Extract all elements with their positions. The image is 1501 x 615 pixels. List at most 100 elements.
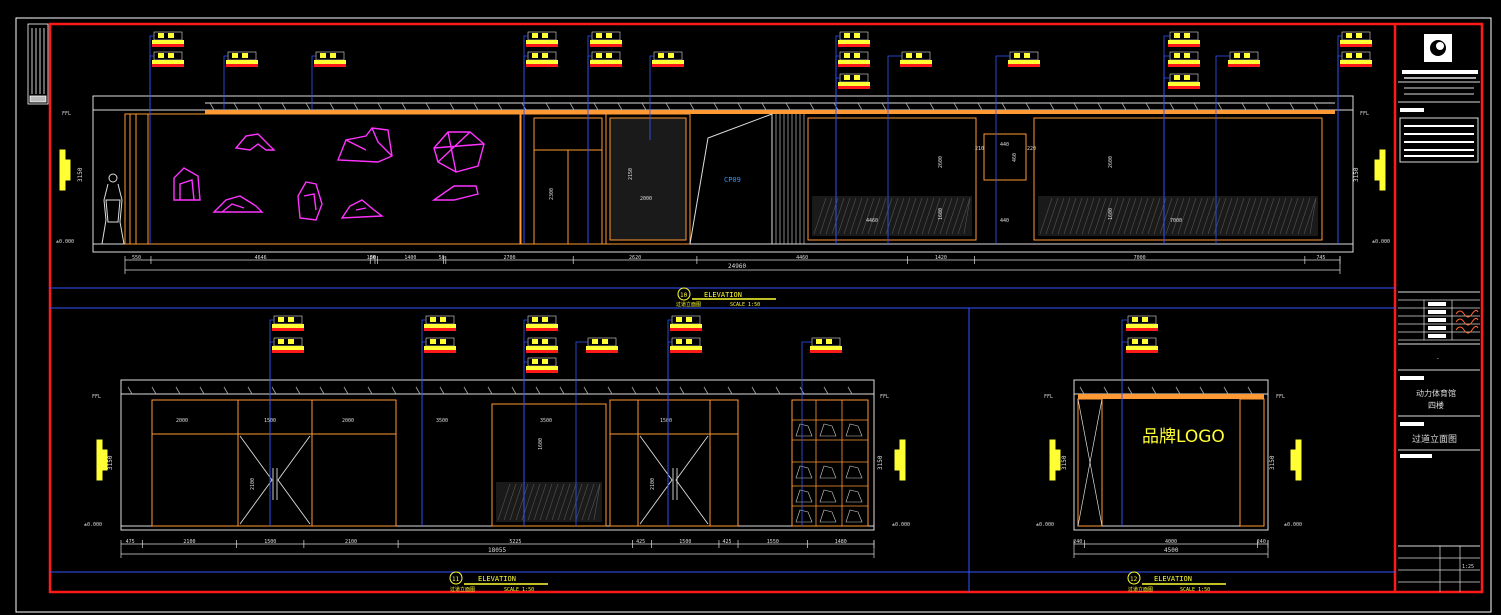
dim-segment: 425: [636, 539, 645, 545]
dim-segment: 50: [370, 255, 376, 261]
material-callouts: [149, 31, 1372, 526]
svg-text:1600: 1600: [938, 208, 944, 220]
svg-text:2600: 2600: [1108, 156, 1114, 168]
svg-text:440: 440: [1000, 218, 1009, 224]
dim-segment: 2100: [345, 539, 357, 545]
svg-text:ELEVATION: ELEVATION: [704, 291, 742, 299]
svg-text:2300: 2300: [549, 188, 555, 200]
svg-text:2150: 2150: [628, 168, 634, 180]
svg-text:FFL: FFL: [1276, 394, 1285, 400]
dimension-chain-bottom-right: 240 4000 240: [1073, 539, 1269, 558]
svg-text:2000: 2000: [640, 196, 652, 202]
dim-segment: 1480: [835, 539, 847, 545]
dim-top-total: 24960: [728, 263, 746, 270]
dim-segment: 240: [1073, 539, 1082, 545]
svg-text:SCALE 1:50: SCALE 1:50: [1180, 587, 1210, 593]
brand-logo-text: 品牌LOGO: [1142, 427, 1225, 447]
dim-segment: 240: [1257, 539, 1266, 545]
dim-segment: 2620: [629, 255, 641, 261]
svg-text:220: 220: [1027, 146, 1036, 152]
svg-text:过道立面图: 过道立面图: [1128, 586, 1153, 593]
drawing-name: 过道立面图: [1412, 433, 1457, 445]
dim-segment: 1500: [264, 539, 276, 545]
svg-text:SCALE 1:50: SCALE 1:50: [730, 302, 760, 308]
dim-segment: 5225: [509, 539, 521, 545]
dim-segment: 745: [1316, 255, 1325, 261]
svg-text:1500: 1500: [660, 418, 672, 424]
climbing-holds: [173, 127, 485, 221]
project-name-line2: 四楼: [1428, 400, 1444, 410]
height-dim-top-left: 3150: [77, 167, 84, 182]
dim-segment: 1500: [679, 539, 691, 545]
svg-text:2100: 2100: [250, 478, 256, 490]
svg-text:SCALE 1:50: SCALE 1:50: [504, 587, 534, 593]
svg-text:12: 12: [1130, 576, 1138, 583]
dim-segment: 1400: [404, 255, 416, 261]
elevation-top: CP09 3150 3150 FFL ±0.000 FFL ±0.000 260…: [56, 95, 1390, 274]
svg-text:2600: 2600: [938, 156, 944, 168]
dim-segment: 475: [126, 539, 135, 545]
dim-segment: 550: [132, 255, 141, 261]
outer-sheet-border: [15, 17, 1492, 613]
scale-value: 1:25: [1462, 564, 1474, 570]
svg-text:FFL: FFL: [880, 394, 889, 400]
svg-text:3500: 3500: [540, 418, 552, 424]
svg-text:7000: 7000: [1170, 218, 1182, 224]
height-dim-bottom-right: 3150: [877, 455, 884, 470]
left-strip-table: [27, 23, 49, 105]
svg-text:-: -: [1436, 355, 1440, 362]
svg-text:过道立面图: 过道立面图: [676, 301, 701, 308]
elevation-bottom-left: 3150 3150 FFL ±0.000 FFL ±0.000 2000 150…: [84, 379, 910, 558]
svg-text:2000: 2000: [176, 418, 188, 424]
svg-text:FFL: FFL: [92, 394, 101, 400]
svg-text:±0.000: ±0.000: [892, 522, 910, 528]
dim-bottom-right-total: 4500: [1164, 547, 1179, 554]
title-block: - 动力体育馆 四楼 过道立面图 1:25: [1398, 34, 1480, 592]
svg-text:10: 10: [680, 292, 688, 299]
svg-text:±0.000: ±0.000: [1284, 522, 1302, 528]
dim-segment: 425: [722, 539, 731, 545]
height-dim-bottom-left: 3150: [107, 455, 114, 470]
elevation-title-12: 12 ELEVATION 过道立面图 SCALE 1:50: [1127, 571, 1226, 593]
dim-segment: 2700: [503, 255, 515, 261]
dim-segment: 4460: [796, 255, 808, 261]
svg-text:4460: 4460: [866, 218, 878, 224]
svg-text:过道立面图: 过道立面图: [450, 586, 475, 593]
svg-text:2000: 2000: [342, 418, 354, 424]
elevation-title-11: 11 ELEVATION 过道立面图 SCALE 1:50: [449, 571, 548, 593]
svg-text:ELEVATION: ELEVATION: [478, 575, 516, 583]
dim-segment: 4000: [1165, 539, 1177, 545]
svg-text:210: 210: [975, 146, 984, 152]
svg-text:±0.000: ±0.000: [1036, 522, 1054, 528]
svg-text:ELEVATION: ELEVATION: [1154, 575, 1192, 583]
project-name-line1: 动力体育馆: [1416, 388, 1456, 398]
svg-text:±0.000: ±0.000: [84, 522, 102, 528]
svg-text:3150: 3150: [1061, 455, 1068, 470]
dim-segment: 4646: [255, 255, 267, 261]
dim-segment: 1420: [935, 255, 947, 261]
dim-bottom-left-total: 18055: [488, 547, 506, 554]
level-ffl-top-left: FFL: [62, 111, 71, 117]
svg-text:FFL: FFL: [1044, 394, 1053, 400]
dim-segment: 1550: [767, 539, 779, 545]
level-floor-top-left: ±0.000: [56, 239, 74, 245]
level-ffl-top-right: FFL: [1360, 111, 1369, 117]
elevation-bottom-right: 品牌LOGO 3150 3150 FFL ±0.000 FFL ±0.000 2…: [1036, 379, 1302, 558]
svg-text:460: 460: [1012, 153, 1018, 162]
svg-text:11: 11: [452, 576, 460, 583]
svg-text:3150: 3150: [1269, 455, 1276, 470]
svg-text:3500: 3500: [436, 418, 448, 424]
svg-text:1600: 1600: [1108, 208, 1114, 220]
svg-text:440: 440: [1000, 142, 1009, 148]
dim-segment: 50: [439, 255, 445, 261]
level-floor-top-right: ±0.000: [1372, 239, 1390, 245]
dimension-chain-bottom-left: 475 2100 1500 2100 5225 425 1500 425 1550 1480: [120, 539, 875, 558]
dim-segment: 7000: [1134, 255, 1146, 261]
svg-text:1600: 1600: [538, 438, 544, 450]
dim-segment: 2100: [183, 539, 195, 545]
height-dim-top-right: 3150: [1353, 167, 1360, 182]
human-scale-figure: [101, 173, 125, 245]
wall-label-cp09: CP09: [724, 176, 741, 184]
